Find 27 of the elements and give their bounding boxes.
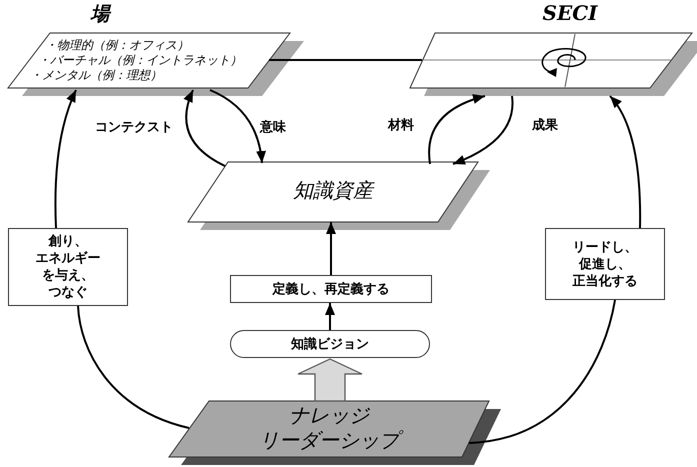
list-item: ・物理的（例：オフィス） (45, 37, 189, 54)
text-box: リードし、促進し、正当化する (545, 228, 665, 300)
edge-label: 意味 (260, 118, 286, 136)
arrow (184, 90, 226, 167)
text-box: 定義し、再定義する (230, 275, 432, 303)
edge-label: 成果 (532, 116, 558, 134)
arrow (325, 303, 335, 330)
arrow (326, 222, 336, 275)
arrow (210, 89, 266, 164)
arrow (609, 95, 642, 228)
list-item: ・バーチャル（例：イントラネット） (38, 52, 242, 69)
edge-label: コンテクスト (95, 118, 173, 136)
connector-line (468, 300, 616, 444)
panel-title: 場 (90, 2, 112, 27)
text-box: 創り、エネルギーを与え、つなぐ (8, 228, 128, 306)
block-arrow (297, 358, 363, 402)
arrow (452, 96, 514, 165)
arrow (54, 90, 77, 228)
arrow (428, 94, 486, 164)
connector-line (77, 306, 190, 429)
rounded-box: 知識ビジョン (230, 330, 430, 358)
list-item: ・メンタル（例：理想） (30, 67, 162, 84)
edge-label: 材料 (388, 116, 414, 134)
connector-line (269, 59, 422, 61)
panel-title: SECI (542, 1, 599, 25)
panel-label: 知識資産 (292, 178, 376, 203)
panel-label: ナレッジリーダーシップ (229, 403, 429, 453)
